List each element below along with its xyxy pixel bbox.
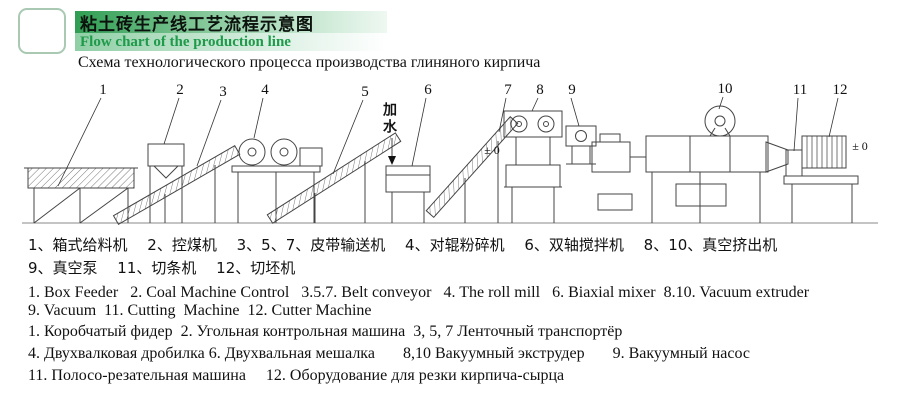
callout-leader-lines: [57, 96, 839, 187]
page-title-en: Flow chart of the production line: [80, 33, 291, 50]
water-arrow: [388, 138, 396, 165]
callout-number-3: 3: [219, 84, 227, 100]
callout-number-8: 8: [536, 82, 544, 98]
legend-ru-line3: 11. Полосо-резательная машина 12. Оборуд…: [28, 367, 565, 384]
belt-conveyor-3: [112, 144, 241, 226]
callout-numbers: 1 2 3 4 5 6 7 8 9 10 11 12: [99, 81, 847, 100]
logo-placeholder: [18, 8, 66, 54]
legend-zh-line1: 1、箱式给料机 2、控煤机 3、5、7、皮带输送机 4、对辊粉碎机 6、双轴搅拌…: [28, 236, 778, 254]
page-title-zh: 粘土砖生产线工艺流程示意图: [80, 14, 314, 35]
callout-number-4: 4: [261, 82, 269, 98]
callout-number-9: 9: [568, 82, 576, 98]
legend-en-line2: 9. Vacuum 11. Cutting Machine 12. Cutter…: [28, 302, 372, 319]
vacuum-extruder-10: [591, 105, 789, 223]
cutting-machines: [783, 135, 859, 223]
level-mark-right: ± 0: [852, 139, 868, 153]
legend-zh-line2: 9、真空泵 11、切条机 12、切坯机: [28, 259, 296, 277]
belt-conveyor-5: [266, 132, 402, 224]
vacuum-extruder-8: [503, 110, 563, 223]
vacuum-pump-machine: [565, 125, 597, 165]
level-marks: ± 0 ± 0: [484, 139, 868, 157]
callout-number-12: 12: [833, 82, 848, 98]
page-title-ru: Схема технологического процесса производ…: [78, 54, 541, 71]
callout-number-7: 7: [504, 82, 512, 98]
callout-number-6: 6: [424, 82, 432, 98]
production-line-diagram: 1 2 3 4 5 6 7 8 9 10 11 12 ± 0 ± 0: [22, 81, 878, 226]
legend-ru-line1: 1. Коробчатый фидер 2. Угольная контроль…: [28, 323, 623, 340]
callout-number-2: 2: [176, 82, 184, 98]
legend-en-line1: 1. Box Feeder 2. Coal Machine Control 3.…: [28, 284, 810, 301]
callout-number-1: 1: [99, 82, 107, 98]
belt-conveyor-7: [425, 116, 519, 223]
callout-number-10: 10: [718, 81, 733, 97]
box-feeder-machine: [24, 167, 138, 224]
callout-number-11: 11: [793, 82, 807, 98]
legend-ru-line2: 4. Двухвалковая дробилка 6. Двухвальная …: [28, 345, 750, 362]
title-bar-english: Flow chart of the production line: [75, 33, 387, 51]
water-feed-label: 加水: [381, 102, 397, 136]
biaxial-mixer-machine: [385, 165, 431, 223]
callout-number-5: 5: [361, 84, 369, 100]
roll-mill-machine: [231, 138, 323, 223]
title-bar-chinese: 粘土砖生产线工艺流程示意图: [75, 11, 387, 35]
level-mark-left: ± 0: [484, 143, 500, 157]
